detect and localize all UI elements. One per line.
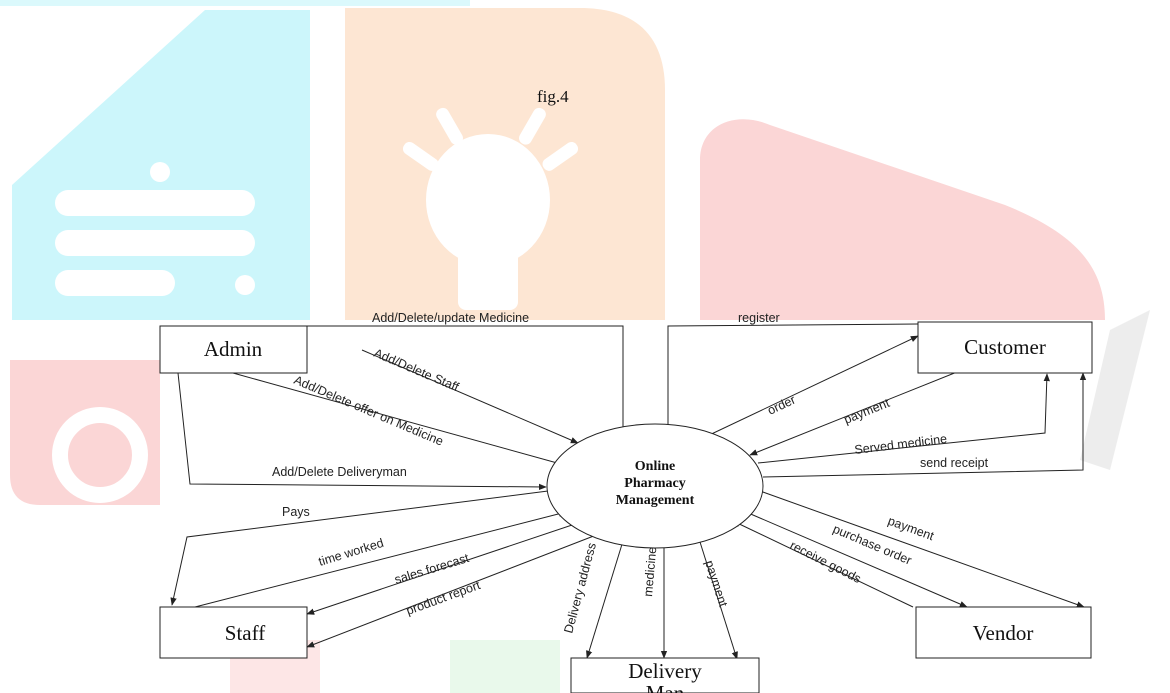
watermark-gear-icon bbox=[52, 407, 149, 503]
figure-caption: fig.4 bbox=[537, 87, 569, 106]
entity-vendor-label: Vendor bbox=[973, 621, 1034, 645]
watermark-red-shape-left bbox=[10, 360, 160, 505]
arrow-customer-register bbox=[664, 323, 919, 451]
arrow-customer-order bbox=[683, 335, 919, 448]
watermark-circuit-icon bbox=[55, 162, 255, 296]
connectors bbox=[170, 323, 1087, 660]
label-customer-payment: payment bbox=[842, 396, 892, 427]
label-admin-deliveryman: Add/Delete Deliveryman bbox=[272, 465, 407, 479]
entity-staff: Staff bbox=[159, 606, 308, 659]
label-send-receipt: send receipt bbox=[920, 456, 989, 470]
label-delivery-payment: payment bbox=[702, 559, 730, 609]
entity-vendor: Vendor bbox=[915, 606, 1092, 659]
center-line2: Pharmacy bbox=[624, 476, 685, 491]
watermark-red-shape bbox=[700, 119, 1105, 320]
label-product-report: product report bbox=[404, 578, 482, 618]
center-line3: Management bbox=[616, 493, 695, 508]
label-sales-forecast: sales forecast bbox=[393, 551, 471, 587]
arrow-pays bbox=[170, 490, 549, 606]
arrow-customer-payment bbox=[749, 371, 958, 456]
arrow-product-report bbox=[306, 531, 605, 648]
label-admin-update-medicine: Add/Delete/update Medicine bbox=[372, 311, 529, 325]
label-admin-offer: Add/Delete offer on Medicine bbox=[292, 373, 446, 449]
label-pays: Pays bbox=[282, 505, 310, 519]
arrow-purchase-order bbox=[745, 511, 968, 608]
arrow-admin-offer bbox=[232, 372, 569, 468]
arrow-sales-forecast bbox=[306, 520, 585, 615]
watermark-bulb-icon bbox=[402, 107, 579, 310]
watermark-gray-arc bbox=[1080, 310, 1150, 470]
entity-delivery-man: Delivery Man bbox=[570, 657, 760, 693]
center-line1: Online bbox=[635, 459, 675, 474]
label-served-medicine: Served medicine bbox=[854, 432, 948, 457]
arrow-admin-deliveryman bbox=[177, 372, 547, 491]
arrow-time-worked bbox=[194, 510, 567, 608]
arrow-receive-goods bbox=[732, 520, 914, 608]
entity-customer: Customer bbox=[917, 321, 1093, 374]
label-medicine: medicine bbox=[641, 546, 659, 597]
entity-delivery-label-line1: Delivery bbox=[628, 659, 702, 683]
entity-staff-label: Staff bbox=[225, 621, 265, 645]
arrow-served-medicine bbox=[757, 373, 1050, 464]
watermark-green-bottom bbox=[450, 640, 560, 693]
label-delivery-address: Delivery address bbox=[561, 541, 599, 635]
arrow-vendor-payment bbox=[759, 490, 1085, 608]
central-process: Online Pharmacy Management bbox=[546, 423, 764, 549]
entity-admin-label: Admin bbox=[204, 337, 263, 361]
label-time-worked: time worked bbox=[317, 536, 386, 569]
label-customer-order: order bbox=[765, 393, 797, 418]
entity-customer-label: Customer bbox=[964, 335, 1046, 359]
arrow-delivery-payment bbox=[699, 541, 738, 660]
entity-admin: Admin bbox=[159, 325, 308, 374]
arrow-delivery-address bbox=[586, 540, 624, 659]
arrow-admin-update-medicine bbox=[307, 325, 627, 453]
label-admin-staff: Add/Delete Staff bbox=[372, 346, 462, 395]
label-receive-goods: receive goods bbox=[788, 538, 864, 586]
arrow-admin-staff bbox=[361, 349, 579, 444]
arrow-send-receipt bbox=[762, 372, 1087, 478]
watermark-cyan-top bbox=[0, 0, 470, 6]
entity-delivery-label-line2: Man bbox=[646, 681, 685, 693]
label-customer-register: register bbox=[738, 311, 780, 325]
